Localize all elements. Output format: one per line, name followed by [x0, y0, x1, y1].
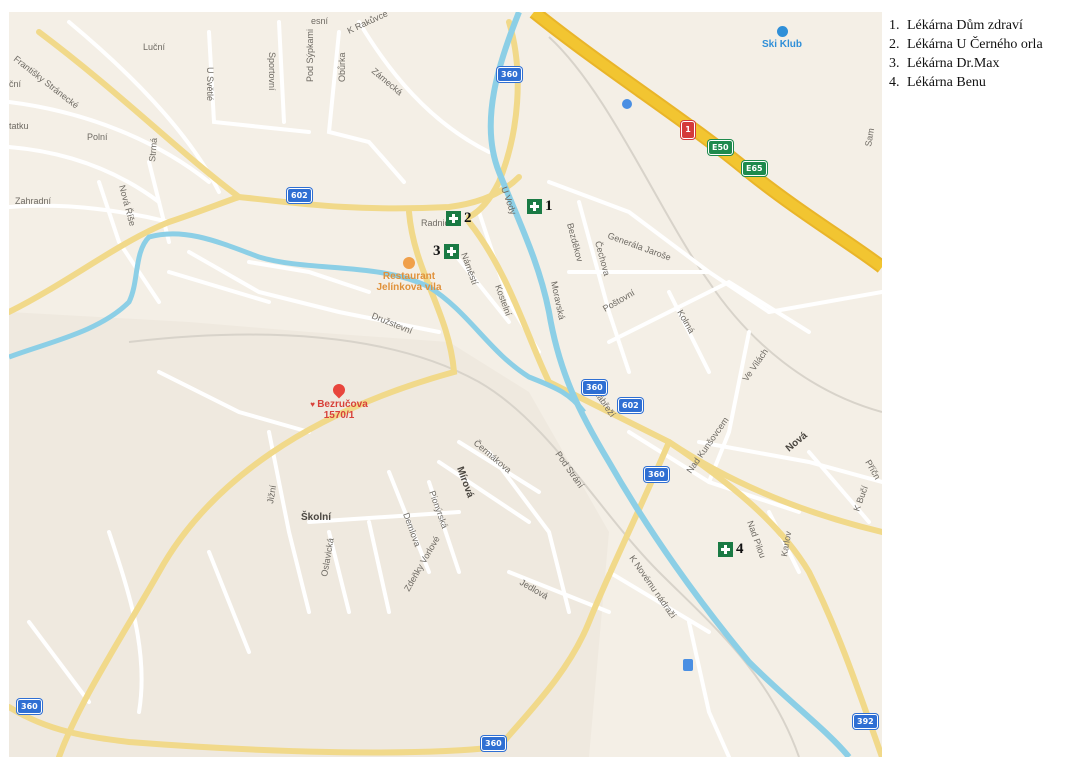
legend-item: 3. Lékárna Dr.Max	[889, 54, 1043, 73]
legend-name: Lékárna Benu	[907, 75, 986, 90]
legend-name: Lékárna Dr.Max	[907, 56, 1000, 71]
road-602-shield-mid: 602	[618, 398, 643, 413]
pharmacy-marker-2-number: 2	[464, 210, 472, 226]
bus-stop-icon	[683, 659, 693, 671]
legend-item: 4. Lékárna Benu	[889, 73, 1043, 92]
restaurant-icon	[403, 257, 415, 269]
legend-number: 1.	[889, 18, 900, 33]
street-oburka: Obůrka	[337, 52, 347, 82]
pharmacy-cross-icon	[446, 211, 461, 226]
street-strma: Strmá	[147, 137, 159, 162]
map-canvas[interactable]: Františky Stránecké Luční U Světlé Sport…	[9, 12, 882, 757]
legend-name: Lékárna U Černého orla	[907, 37, 1043, 52]
road-360-shield: 360	[497, 67, 522, 82]
ski-icon	[776, 26, 788, 37]
pharmacy-marker-1-number: 1	[545, 198, 553, 214]
ski-klub-poi[interactable]: Ski Klub	[762, 26, 802, 50]
street-esni: esní	[311, 16, 329, 26]
restaurant-label-2: Jelínkova vila	[376, 282, 442, 293]
road-360-shield-low: 360	[644, 467, 669, 482]
pharmacy-marker-2[interactable]: 2	[446, 210, 472, 227]
road-360-shield-bl: 360	[17, 699, 42, 714]
legend-item: 1. Lékárna Dům zdraví	[889, 16, 1043, 35]
ski-klub-label: Ski Klub	[762, 39, 803, 50]
pharmacy-marker-4[interactable]: 4	[718, 541, 744, 558]
pharmacy-cross-icon	[527, 199, 542, 214]
restaurant-label-1: Restaurant	[382, 271, 436, 282]
road-392-shield: 392	[853, 714, 878, 729]
street-jizni: Jižní	[265, 484, 278, 504]
highway-d1-shield: 1	[681, 121, 695, 139]
pharmacy-marker-3[interactable]: 3	[433, 243, 459, 260]
pharmacy-cross-icon	[718, 542, 733, 557]
map-base: Františky Stránecké Luční U Světlé Sport…	[9, 12, 882, 757]
road-602-shield: 602	[287, 188, 312, 203]
road-360-shield-bottom: 360	[481, 736, 506, 751]
street-radnicni: Radnic	[421, 218, 450, 228]
location-pin-poi[interactable]: ♥ Bezručova 1570/1	[299, 381, 379, 421]
pin-label-1: ♥ Bezručova	[310, 399, 368, 410]
street-cni: ční	[9, 79, 22, 89]
legend-number: 3.	[889, 56, 900, 71]
street-u-svetle: U Světlé	[205, 67, 215, 101]
street-karlov: Karlov	[779, 530, 793, 557]
pin-label-2: 1570/1	[323, 410, 355, 421]
e50-shield: E50	[708, 140, 733, 155]
street-tatku: tatku	[9, 121, 29, 131]
pharmacy-cross-icon	[443, 244, 459, 259]
pharmacy-marker-4-number: 4	[736, 541, 744, 557]
street-sportovni: Sportovní	[267, 52, 277, 91]
street-lucni: Luční	[143, 42, 166, 52]
street-skolni: Školní	[301, 510, 332, 523]
e65-shield: E65	[742, 161, 767, 176]
pharmacy-legend: 1. Lékárna Dům zdraví 2. Lékárna U Černého…	[889, 16, 1043, 92]
parking-icon	[622, 99, 632, 109]
location-pin-icon	[330, 381, 348, 399]
pharmacy-marker-1[interactable]: 1	[527, 198, 553, 215]
heart-icon: ♥	[310, 400, 318, 409]
legend-item: 2. Lékárna U Černého orla	[889, 35, 1043, 54]
legend-name: Lékárna Dům zdraví	[907, 18, 1023, 33]
street-pod-sypkami: Pod Sýpkami	[305, 29, 315, 82]
pharmacy-marker-3-number: 3	[433, 243, 441, 259]
restaurant-poi[interactable]: Restaurant Jelínkova vila	[369, 257, 449, 293]
legend-number: 4.	[889, 75, 900, 90]
street-zahradni: Zahradní	[15, 196, 52, 206]
street-polni: Polní	[87, 132, 108, 142]
street-sam: Sam	[863, 127, 876, 147]
legend-number: 2.	[889, 37, 900, 52]
road-360-shield-mid: 360	[582, 380, 607, 395]
